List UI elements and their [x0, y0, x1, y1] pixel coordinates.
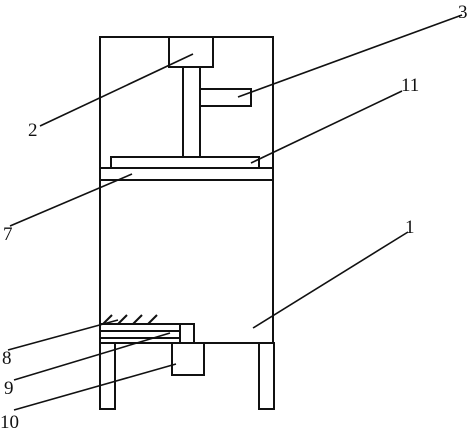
bottom-motor-block: [171, 342, 205, 376]
side-arm: [199, 88, 252, 107]
hatched-teeth: [102, 314, 158, 325]
tray-end-block: [179, 323, 195, 344]
leader-9: [13, 332, 171, 381]
label-11: 11: [401, 75, 419, 96]
left-leg: [99, 342, 116, 410]
leader-7: [9, 173, 133, 227]
label-1: 1: [405, 217, 415, 238]
leader-2: [39, 53, 194, 127]
label-2: 2: [28, 120, 38, 141]
vertical-rod: [182, 66, 201, 158]
leader-3: [237, 14, 463, 98]
upper-plate: [110, 156, 260, 169]
label-3: 3: [458, 2, 468, 23]
label-8: 8: [2, 348, 12, 369]
leader-8: [7, 319, 119, 351]
right-leg: [258, 342, 275, 410]
leader-11: [250, 90, 403, 164]
label-7: 7: [3, 224, 13, 245]
label-9: 9: [4, 378, 14, 399]
leader-10: [13, 363, 177, 411]
leader-1: [252, 231, 409, 329]
label-10: 10: [0, 412, 19, 433]
divider-plate: [99, 167, 274, 181]
